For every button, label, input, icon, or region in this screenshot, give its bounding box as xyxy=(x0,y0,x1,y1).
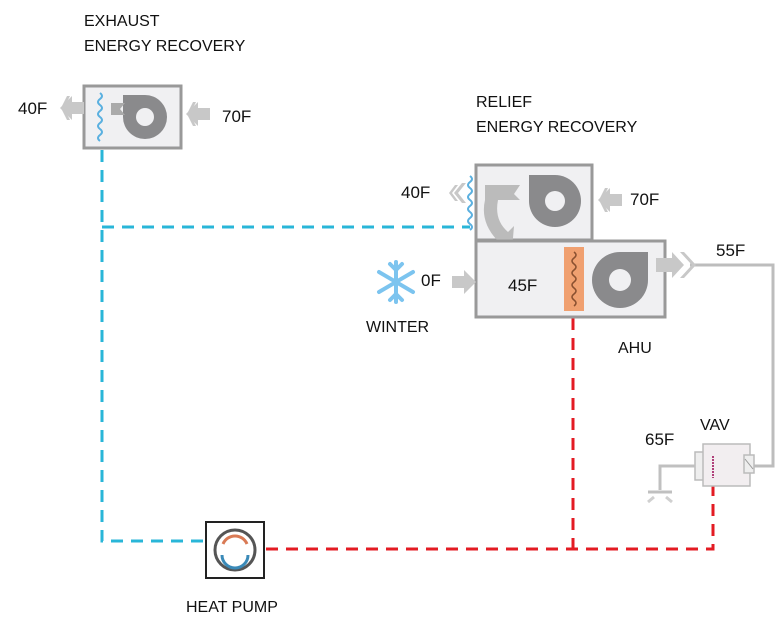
exhaust-energy-recovery-unit xyxy=(60,84,210,150)
snowflake-icon xyxy=(377,260,415,304)
relief-energy-recovery-unit xyxy=(449,163,622,250)
relief-title-line1: RELIEF xyxy=(476,94,532,111)
ahu-label: AHU xyxy=(618,340,652,357)
heating-coil xyxy=(564,247,584,311)
winter-label: WINTER xyxy=(366,319,429,336)
mixed-air-temp: 45F xyxy=(508,276,537,295)
vav-box xyxy=(647,443,755,504)
cold-loop xyxy=(100,150,470,543)
fan-icon xyxy=(529,175,581,227)
relief-title-line2: ENERGY RECOVERY xyxy=(476,119,638,136)
exhaust-in-temp: 70F xyxy=(222,107,251,126)
relief-out-arrow-icon xyxy=(449,183,466,203)
relief-in-arrow-icon xyxy=(598,188,622,212)
recovery-coil xyxy=(467,175,473,231)
outdoor-air-arrow-icon xyxy=(452,270,476,294)
fan-icon xyxy=(592,252,648,308)
exhaust-title-line2: ENERGY RECOVERY xyxy=(84,38,246,55)
heat-pump-cold-arrow-icon xyxy=(220,554,250,570)
fan-icon xyxy=(111,95,167,139)
cold-loop-exhaust-line xyxy=(100,150,210,543)
exhaust-in-arrow-icon xyxy=(186,102,210,126)
room-temp: 65F xyxy=(645,430,674,449)
heat-pump xyxy=(205,521,265,579)
hot-loop-main-line xyxy=(266,485,715,551)
heat-pump-label: HEAT PUMP xyxy=(186,599,278,616)
supply-temp: 55F xyxy=(716,241,745,260)
hot-loop xyxy=(266,318,715,551)
supply-duct xyxy=(690,263,775,468)
supply-arrow-icon xyxy=(656,252,696,278)
recirculation-arrow-icon xyxy=(483,185,520,250)
exhaust-out-temp: 40F xyxy=(18,99,47,118)
exhaust-title-line1: EXHAUST xyxy=(84,13,160,30)
outdoor-temp: 0F xyxy=(421,271,441,290)
heat-pump-hot-arrow-icon xyxy=(221,534,249,545)
relief-out-temp: 40F xyxy=(401,183,430,202)
diffuser-icon xyxy=(648,464,695,494)
ahu-unit xyxy=(452,239,696,319)
recovery-coil xyxy=(97,92,103,142)
vav-label: VAV xyxy=(700,417,730,434)
exhaust-out-arrow-icon xyxy=(60,96,84,120)
relief-in-temp: 70F xyxy=(630,190,659,209)
